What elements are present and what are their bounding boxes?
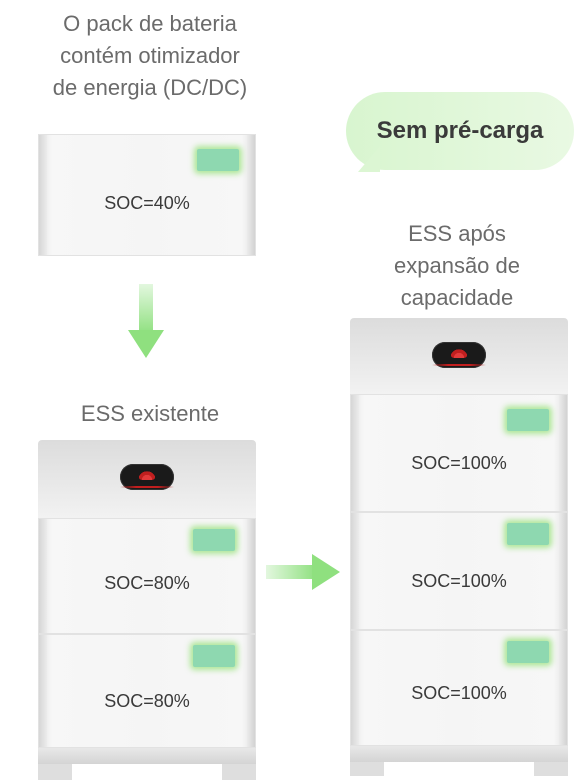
module-led-indicator	[193, 645, 235, 667]
module-side-left	[351, 395, 359, 511]
pack-led-indicator	[197, 149, 239, 171]
module-led-indicator	[507, 523, 549, 545]
display-red-bar	[120, 486, 174, 488]
expanded-module-3-soc: SOC=100%	[411, 683, 507, 703]
existing-ess-foot-left	[38, 764, 72, 780]
module-side-left	[39, 519, 47, 633]
module-side-right	[247, 519, 255, 633]
display-red-bar	[432, 364, 486, 366]
expanded-ess-controller	[350, 318, 568, 394]
no-precharge-bubble	[346, 92, 574, 170]
expanded-ess-display	[432, 342, 486, 368]
expanded-ess-foot-right	[534, 762, 568, 776]
right-arrow-icon	[266, 554, 340, 590]
pack-caption-line3: de energia (DC/DC)	[52, 75, 248, 100]
expanded-ess-caption: ESS após expansão de capacidade	[332, 218, 582, 314]
existing-ess-module-2: SOC=80%	[38, 634, 256, 748]
expanded-caption-line1: ESS após	[408, 221, 506, 246]
expanded-caption-line3: capacidade	[400, 285, 514, 310]
pack-soc-label: SOC=40%	[104, 193, 190, 213]
existing-ess-foot-right	[222, 764, 256, 780]
pack-caption-line1: O pack de bateria	[63, 11, 237, 36]
no-precharge-label: Sem pré-carga	[376, 117, 544, 144]
existing-ess-caption: ESS existente	[80, 401, 220, 426]
expanded-module-1-soc: SOC=100%	[411, 453, 507, 473]
down-arrow-icon	[128, 284, 164, 358]
expanded-ess-module-1: SOC=100%	[350, 394, 568, 512]
pack-side-left	[39, 135, 47, 255]
existing-ess-display	[120, 464, 174, 490]
module-side-right	[247, 635, 255, 747]
module-side-left	[351, 513, 359, 629]
module-led-indicator	[193, 529, 235, 551]
module-side-right	[559, 513, 567, 629]
module-side-right	[559, 395, 567, 511]
expanded-ess-foot-left	[350, 762, 384, 776]
expanded-caption-line2: expansão de	[394, 253, 520, 278]
existing-module-1-soc: SOC=80%	[104, 573, 190, 593]
module-side-left	[39, 635, 47, 747]
module-led-indicator	[507, 409, 549, 431]
existing-ess-controller	[38, 440, 256, 518]
module-side-left	[351, 631, 359, 745]
expanded-ess-module-3: SOC=100%	[350, 630, 568, 746]
expanded-module-2-soc: SOC=100%	[411, 571, 507, 591]
expanded-ess-module-2: SOC=100%	[350, 512, 568, 630]
existing-ess-base	[38, 748, 256, 764]
bubble-tail	[346, 146, 380, 172]
module-led-indicator	[507, 641, 549, 663]
new-battery-pack: SOC=40%	[38, 134, 256, 256]
pack-caption: O pack de bateria contém otimizador de e…	[20, 8, 280, 104]
pack-caption-line2: contém otimizador	[60, 43, 240, 68]
expanded-ess-base	[350, 746, 568, 762]
existing-module-2-soc: SOC=80%	[104, 691, 190, 711]
huawei-logo-icon	[451, 346, 467, 358]
existing-ess-module-1: SOC=80%	[38, 518, 256, 634]
pack-side-right	[247, 135, 255, 255]
module-side-right	[559, 631, 567, 745]
huawei-logo-icon	[139, 468, 155, 480]
